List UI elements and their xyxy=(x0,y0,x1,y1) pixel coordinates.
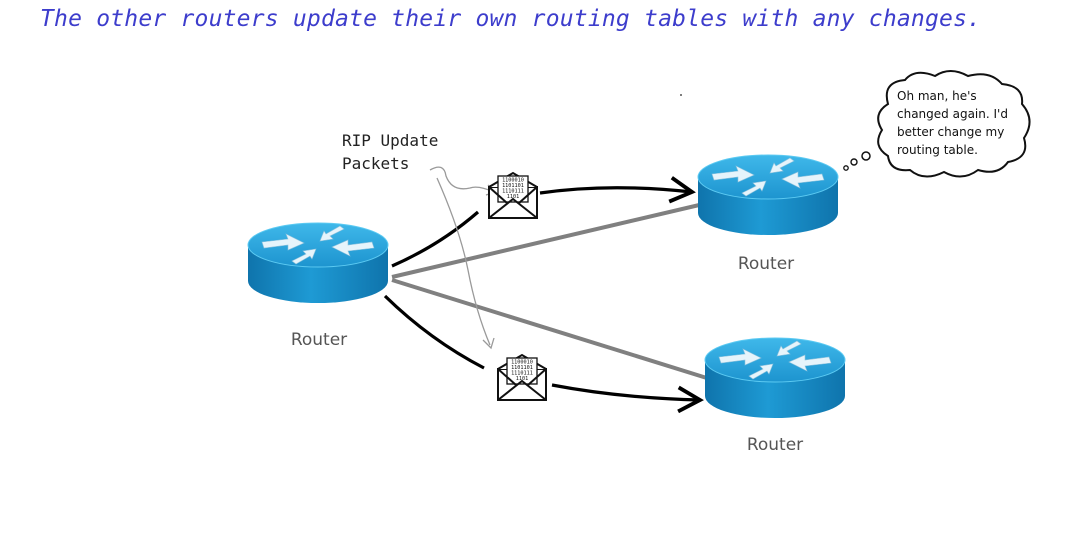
flow-arrow-top xyxy=(539,176,696,204)
packet-binary-line: 1110111 xyxy=(511,371,533,377)
label-pointer-top xyxy=(429,166,495,193)
router-icon xyxy=(704,337,846,419)
bubble-dot-small xyxy=(843,165,849,171)
packet-envelope-bottom: 1100010 1101101 1110111 1101 xyxy=(497,354,547,401)
router-icon xyxy=(247,222,389,304)
flow-line-out-top xyxy=(391,210,480,268)
packet-binary-line: 1101101 xyxy=(502,183,524,189)
router-receiver-bottom xyxy=(704,337,846,419)
rip-label-line-1: RIP Update xyxy=(342,131,438,150)
packet-binary-line: 1110111 xyxy=(502,189,524,195)
packet-binary-line: 1101101 xyxy=(511,365,533,371)
router-receiver-top xyxy=(697,154,839,236)
bubble-text-line: Oh man, he's xyxy=(897,89,977,103)
packet-binary-line: 1101 xyxy=(516,376,529,382)
label-pointer-bottom-head xyxy=(482,337,495,350)
link-to-bottom-router xyxy=(391,278,711,381)
bubble-text-line: routing table. xyxy=(897,143,978,157)
bubble-dot-large xyxy=(861,151,871,161)
bubble-cloud xyxy=(877,70,1031,178)
router-sender xyxy=(247,222,389,304)
label-pointer-bottom xyxy=(436,177,491,346)
stray-dot xyxy=(680,94,682,96)
router-bottom-label: Router xyxy=(747,435,803,455)
flow-line-out-bottom xyxy=(383,294,485,370)
flow-arrow-bottom xyxy=(551,383,704,414)
rip-label-line-2: Packets xyxy=(342,154,409,173)
router-top-label: Router xyxy=(738,254,794,274)
bubble-dot-medium xyxy=(850,158,858,166)
packet-binary-line: 1100010 xyxy=(502,178,524,184)
packet-envelope-top: 1100010 1101101 1110111 1101 xyxy=(488,172,538,219)
page-heading: The other routers update their own routi… xyxy=(40,6,982,32)
bubble-text-line: changed again. I'd xyxy=(897,107,1008,121)
bubble-text-line: better change my xyxy=(897,125,1004,139)
thought-bubble: Oh man, he's changed again. I'd better c… xyxy=(843,70,1031,178)
link-to-top-router xyxy=(391,200,713,279)
router-icon xyxy=(697,154,839,236)
packet-binary-line: 1101 xyxy=(507,194,520,200)
router-sender-label: Router xyxy=(291,330,347,350)
packet-binary-line: 1100010 xyxy=(511,360,533,366)
